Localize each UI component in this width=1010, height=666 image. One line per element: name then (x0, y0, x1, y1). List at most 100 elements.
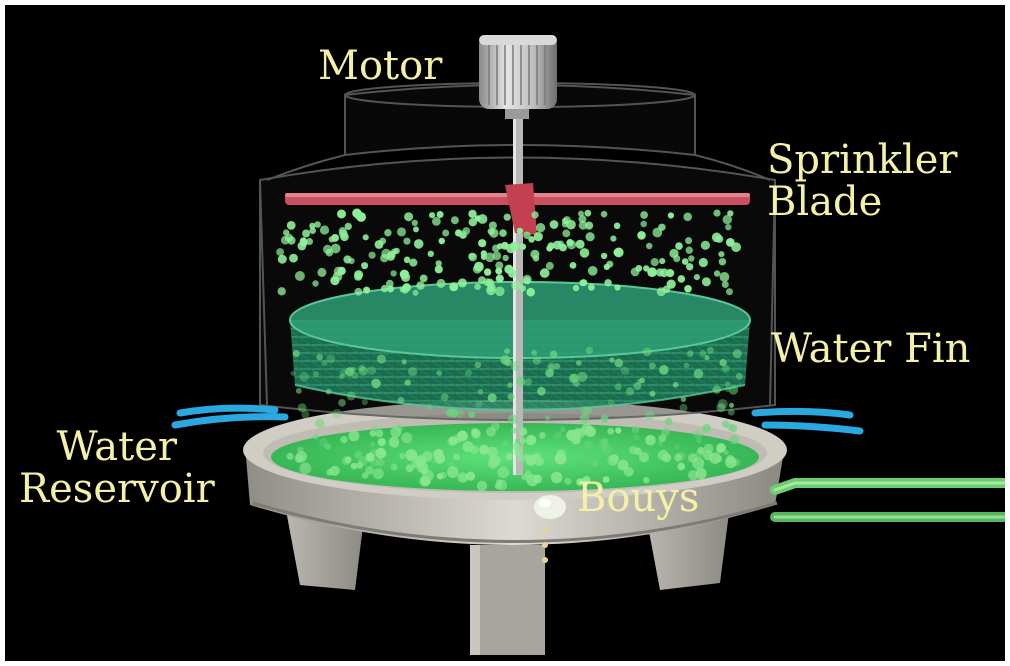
water-droplet (545, 368, 554, 378)
air-inlets (171, 404, 864, 435)
water-droplet (468, 252, 476, 260)
water-droplet (647, 267, 657, 278)
water-reservoir-label: Water Reservoir (19, 426, 215, 510)
water-droplet (432, 217, 441, 226)
water-droplet (331, 234, 339, 242)
water-droplet (684, 285, 692, 293)
reservoir-bubble (372, 468, 384, 480)
water-droplet (427, 250, 434, 257)
water-droplet (727, 210, 734, 217)
water-droplet (346, 391, 356, 401)
water-droplet (693, 368, 704, 379)
water-droplet (502, 440, 509, 448)
water-droplet (713, 270, 721, 277)
reservoir-bubble (496, 479, 508, 491)
water-droplet (468, 411, 476, 418)
water-droplet (487, 393, 497, 403)
water-droplet (528, 236, 535, 243)
water-droplet (286, 221, 296, 230)
water-droplet (631, 425, 640, 434)
water-droplet (276, 248, 284, 256)
water-droplet (371, 378, 381, 389)
water-droplet (700, 240, 711, 250)
water-droplet (535, 223, 546, 233)
water-droplet (728, 385, 739, 395)
water-droplet (731, 242, 741, 253)
reservoir-bubble (448, 436, 458, 446)
water-droplet (637, 378, 643, 385)
reservoir-bubble (434, 453, 446, 464)
reservoir-bubbles (286, 423, 737, 492)
water-droplet (531, 350, 538, 356)
water-droplet (404, 379, 411, 386)
water-droplet (637, 231, 646, 240)
water-droplet (344, 222, 352, 230)
water-droplet (309, 222, 316, 230)
water-droplet (572, 284, 580, 292)
water-droplet (504, 348, 510, 354)
water-droplet (609, 357, 615, 363)
reservoir-bubble (643, 477, 650, 484)
reservoir-bubble (674, 453, 683, 462)
water-droplet (317, 267, 327, 277)
water-droplet (680, 396, 687, 403)
water-droplet (326, 354, 336, 364)
water-droplet (686, 263, 694, 271)
water-droplet (478, 239, 487, 248)
water-droplet (545, 261, 554, 270)
water-droplet (727, 408, 735, 416)
water-droplet (613, 222, 621, 230)
reservoir-bubble (564, 477, 572, 485)
reservoir-label-line1: Water (56, 424, 178, 470)
water-droplet (419, 274, 428, 283)
water-droplet (449, 282, 459, 292)
water-droplet (316, 353, 324, 361)
reservoir-bubble (365, 452, 375, 462)
reservoir-bubble (419, 475, 431, 487)
water-droplet (436, 211, 444, 218)
water-droplet (601, 438, 609, 446)
water-droplet (507, 382, 513, 388)
water-droplet (435, 260, 442, 267)
water-droplet (290, 370, 296, 376)
water-droplet (361, 399, 368, 406)
water-droplet (530, 249, 540, 259)
water-droplet (397, 397, 404, 404)
water-droplet (468, 209, 477, 219)
water-droplet (591, 460, 599, 467)
water-droplet (487, 283, 496, 292)
reservoir-bubble (688, 453, 698, 463)
sprinkler-label-line1: Sprinkler (767, 137, 958, 183)
reservoir-bubble (518, 427, 528, 436)
water-droplet (381, 248, 392, 259)
water-droplet (408, 367, 418, 377)
water-droplet (332, 408, 342, 419)
water-droplet (363, 286, 371, 294)
water-droplet (516, 227, 524, 235)
water-droplet (713, 209, 721, 217)
water-droplet (358, 366, 368, 376)
motor-icon (479, 35, 557, 119)
water-droplet (724, 386, 731, 392)
water-droplet (630, 267, 640, 277)
water-droplet (483, 268, 492, 276)
water-droplet (351, 371, 359, 379)
water-droplet (330, 243, 341, 254)
water-droplet (306, 238, 313, 245)
reservoir-bubble (457, 472, 468, 483)
water-droplet (614, 383, 622, 391)
water-droplet (338, 399, 346, 407)
reservoir-bubble (462, 441, 474, 453)
reservoir-bubble (348, 430, 360, 442)
water-droplet (601, 445, 607, 451)
reservoir-bubble (615, 427, 622, 434)
water-droplet (645, 410, 655, 421)
water-droplet (724, 381, 731, 388)
reservoir-bubble (697, 447, 705, 455)
water-droplet (683, 362, 690, 369)
water-droplet (712, 385, 722, 394)
water-droplet (579, 413, 590, 424)
water-droplet (475, 400, 483, 408)
water-droplet (352, 208, 362, 218)
water-droplet (472, 264, 482, 274)
